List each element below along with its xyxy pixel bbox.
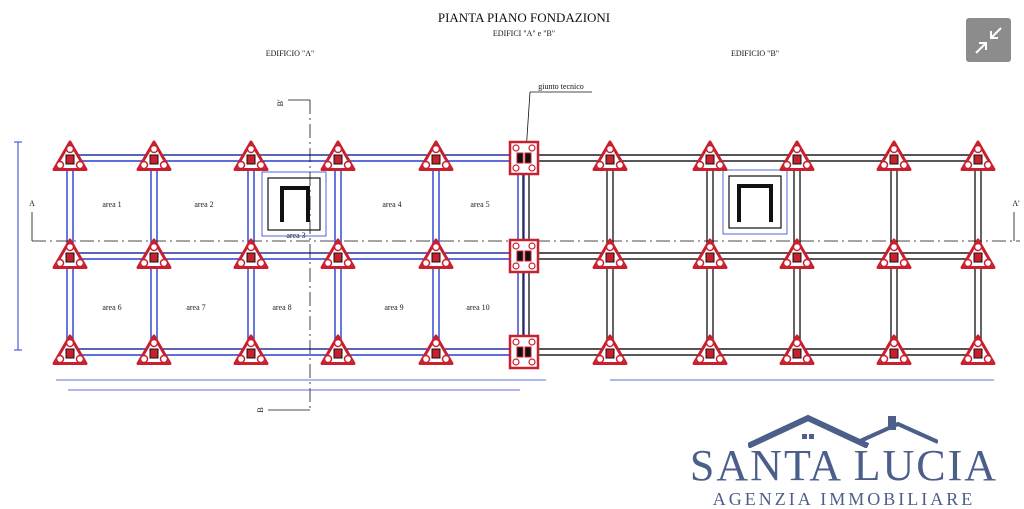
foundation-plinths <box>52 140 996 370</box>
plinth <box>592 140 628 172</box>
area-label: area 8 <box>272 303 291 312</box>
collapse-arrows-icon <box>975 27 1002 54</box>
plinth <box>692 238 728 270</box>
plinth <box>779 238 815 270</box>
joint-label: giunto tecnico <box>538 82 584 91</box>
collapse-view-button[interactable] <box>966 18 1011 62</box>
plinth <box>876 140 912 172</box>
plinth <box>136 334 172 366</box>
plinth <box>876 334 912 366</box>
bottom-dimensions <box>56 379 994 391</box>
building-b-label: EDIFICIO "B" <box>731 49 779 58</box>
plinth <box>320 334 356 366</box>
section-b-bottom-label: B <box>256 407 265 412</box>
area-label: area 7 <box>186 303 205 312</box>
area-label: area 1 <box>102 200 121 209</box>
stairwell-b <box>722 169 788 235</box>
plinth <box>136 238 172 270</box>
area-label: area 5 <box>470 200 489 209</box>
agency-subtitle: AGENZIA IMMOBILIARE <box>712 489 976 509</box>
section-a-right-label: A' <box>1012 199 1020 208</box>
stairwell-a <box>261 171 327 237</box>
drawing-title: PIANTA PIANO FONDAZIONI <box>438 10 610 25</box>
joint-plinth <box>508 334 540 370</box>
plinth <box>692 140 728 172</box>
plinth <box>320 238 356 270</box>
area-label: area 6 <box>102 303 121 312</box>
building-a-label: EDIFICIO "A" <box>266 49 315 58</box>
plinth <box>960 140 996 172</box>
section-line-b: B' B <box>256 99 311 413</box>
plinth <box>52 140 88 172</box>
joint-plinth <box>508 140 540 176</box>
plinth <box>418 334 454 366</box>
area-label: area 9 <box>384 303 403 312</box>
plinth <box>233 140 269 172</box>
plinth <box>876 238 912 270</box>
plinth <box>52 238 88 270</box>
plinth <box>692 334 728 366</box>
house-roof-icon <box>748 414 938 448</box>
area-label: area 2 <box>194 200 213 209</box>
area-label: area 3 <box>286 231 305 240</box>
plinth <box>779 334 815 366</box>
plinth <box>592 334 628 366</box>
agency-logo: SANTA LUCIA AGENZIA IMMOBILIARE <box>664 410 1024 509</box>
agency-name: SANTA LUCIA <box>689 441 999 490</box>
plinth <box>960 238 996 270</box>
plinth <box>136 140 172 172</box>
plinth <box>233 334 269 366</box>
plinth <box>960 334 996 366</box>
section-a-left-label: A <box>29 199 35 208</box>
plinth <box>418 238 454 270</box>
area-labels: area 1 area 2 area 3 area 4 area 5 area … <box>102 200 489 312</box>
joint-plinth <box>508 238 540 274</box>
drawing-subtitle: EDIFICI "A" e "B" <box>493 29 555 38</box>
plinth <box>52 334 88 366</box>
plinth <box>592 238 628 270</box>
plinth <box>320 140 356 172</box>
area-label: area 4 <box>382 200 401 209</box>
plinth <box>233 238 269 270</box>
plinth <box>418 140 454 172</box>
area-label: area 10 <box>466 303 489 312</box>
plinth <box>779 140 815 172</box>
section-b-top-label: B' <box>276 99 285 106</box>
